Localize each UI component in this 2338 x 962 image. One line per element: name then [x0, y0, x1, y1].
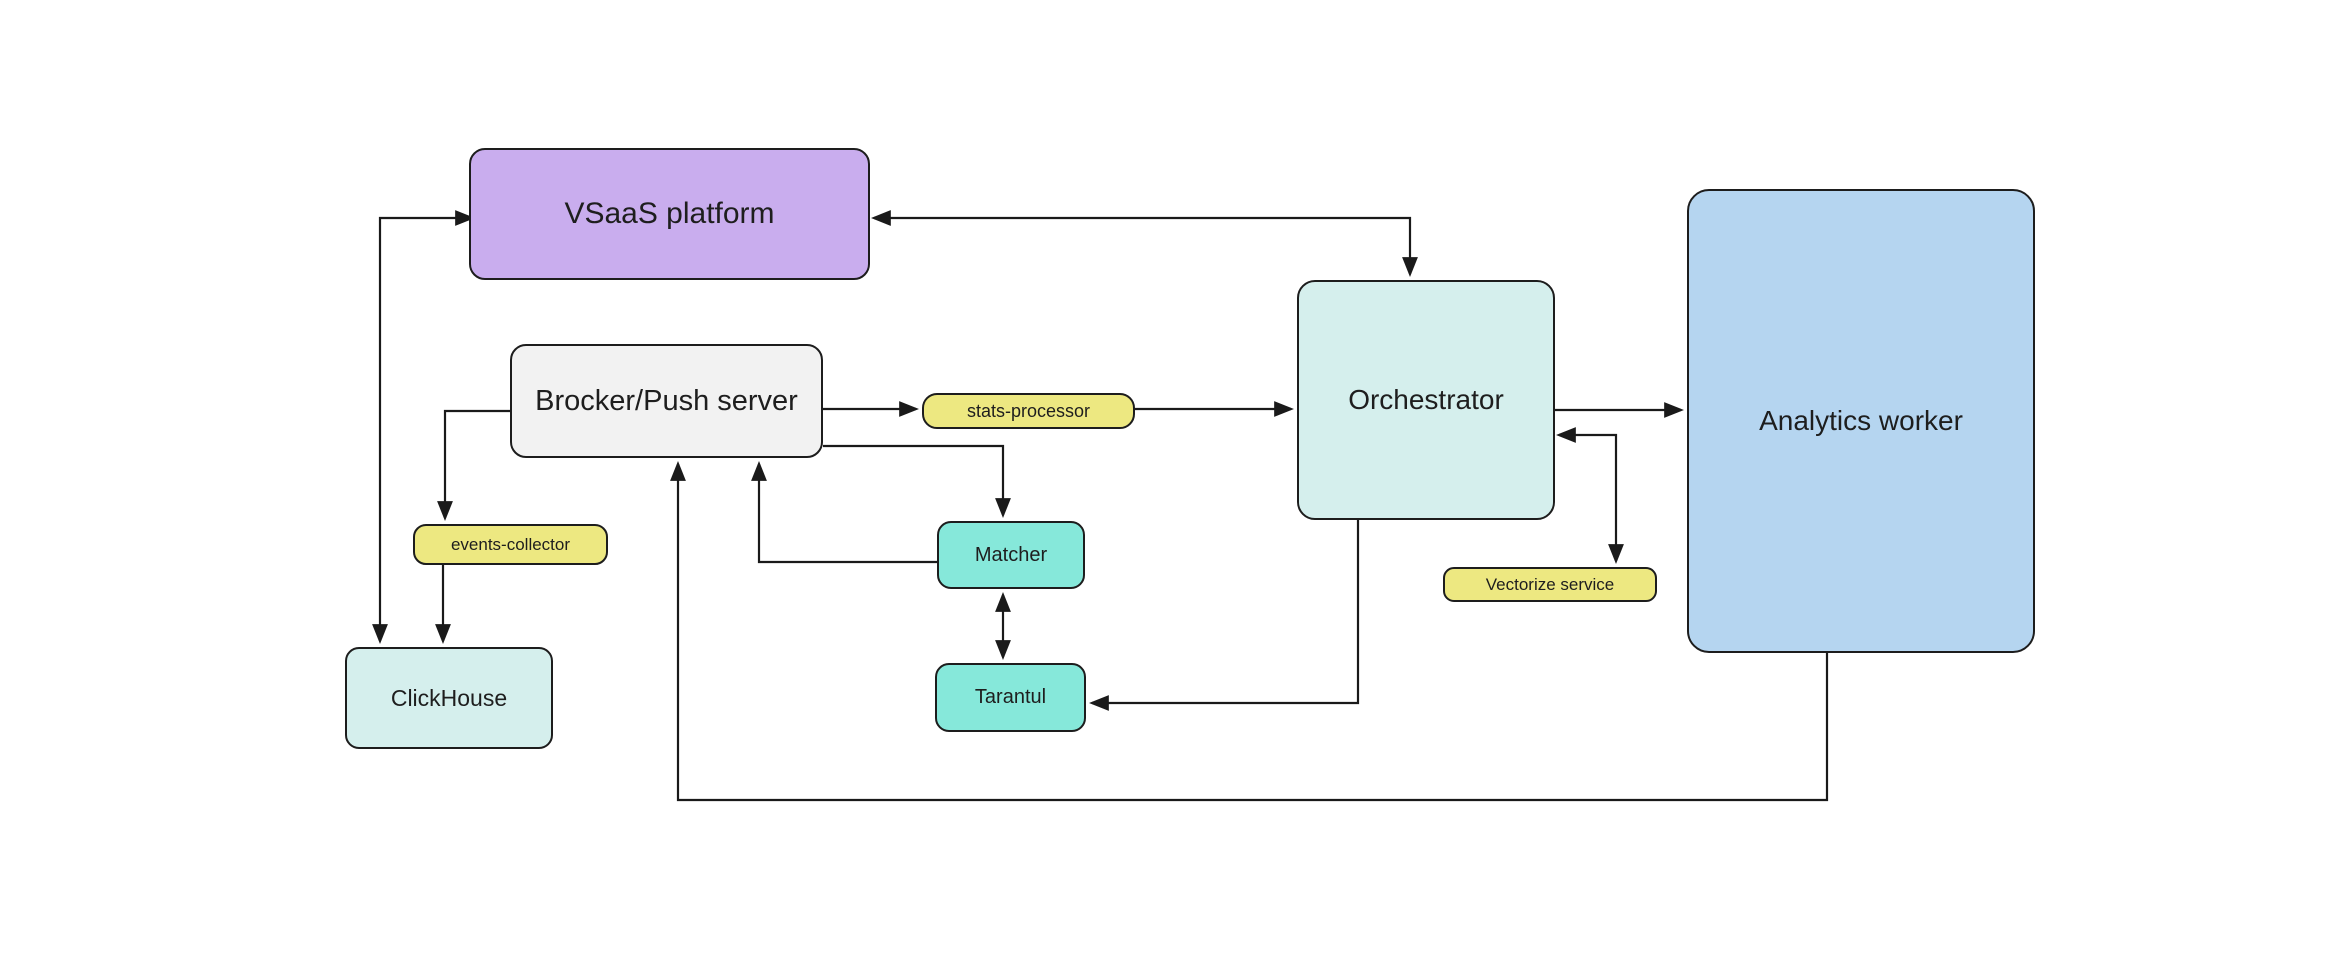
node-brocker-push-server: Brocker/Push server — [510, 344, 823, 458]
edge-clickhouse-vsaas — [372, 210, 475, 644]
node-vectorize-service-label: Vectorize service — [1485, 574, 1615, 594]
node-matcher: Matcher — [937, 521, 1085, 589]
node-vectorize-service: Vectorize service — [1443, 567, 1657, 602]
edge-brocker-matcher — [823, 444, 1011, 518]
node-vsaas-platform-label: VSaaS platform — [564, 197, 775, 230]
edge-brocker-events-collector — [437, 409, 510, 521]
node-events-collector: events-collector — [413, 524, 608, 565]
node-analytics-worker-label: Analytics worker — [1759, 405, 1963, 436]
node-events-collector-label: events-collector — [450, 534, 571, 554]
node-orchestrator: Orchestrator — [1297, 280, 1555, 520]
node-vsaas-platform: VSaaS platform — [469, 148, 870, 280]
node-tarantul: Tarantul — [935, 663, 1086, 732]
edge-orchestrator-vectorize — [1556, 427, 1624, 564]
node-clickhouse: ClickHouse — [345, 647, 553, 749]
node-orchestrator-label: Orchestrator — [1348, 384, 1504, 415]
edge-analytics-brocker — [670, 461, 1829, 802]
node-stats-processor: stats-processor — [922, 393, 1135, 429]
edge-orchestrator-tarantul — [1089, 520, 1360, 711]
node-stats-processor-label: stats-processor — [966, 400, 1091, 421]
node-clickhouse-label: ClickHouse — [390, 684, 508, 711]
node-brocker-push-server-label: Brocker/Push server — [535, 384, 798, 417]
node-tarantul-label: Tarantul — [974, 686, 1047, 708]
edge-orchestrator-vsaas — [871, 210, 1418, 277]
node-matcher-label: Matcher — [974, 543, 1048, 566]
edge-matcher-brocker — [751, 461, 937, 564]
node-analytics-worker: Analytics worker — [1687, 189, 2035, 653]
